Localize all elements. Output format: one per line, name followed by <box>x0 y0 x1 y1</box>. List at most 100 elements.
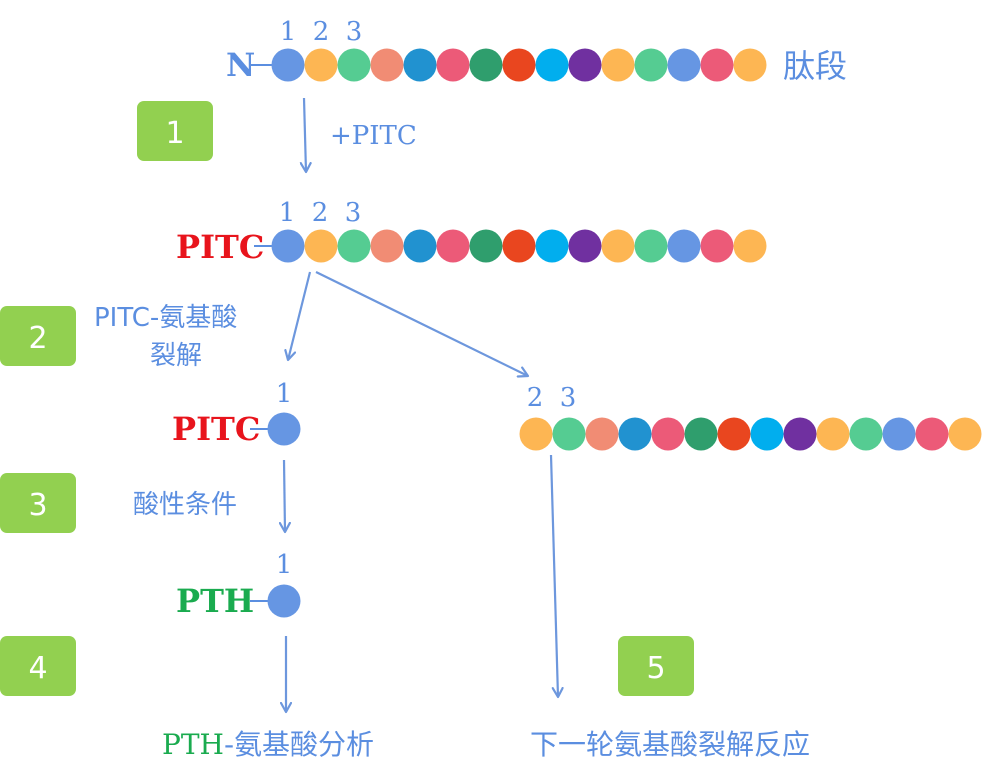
n-terminus-label: N <box>226 46 255 84</box>
position-number: 3 <box>346 17 363 47</box>
amino-acid-bead <box>733 229 767 263</box>
step-2-label-line1: PITC-氨基酸 <box>94 303 237 333</box>
pitc-peptide-chain <box>271 229 767 263</box>
amino-acid-bead <box>403 229 437 263</box>
amino-acid-bead <box>337 48 371 82</box>
pitc-terminus-label: PITC <box>176 228 264 266</box>
amino-acid-bead <box>915 417 949 451</box>
amino-acid-bead <box>469 48 503 82</box>
amino-acid-bead <box>304 48 338 82</box>
step-1-label: +PITC <box>330 121 417 151</box>
amino-acid-bead <box>816 417 850 451</box>
amino-acid-bead <box>733 48 767 82</box>
step-3-label: 酸性条件 <box>133 490 237 520</box>
amino-acid-bead <box>750 417 784 451</box>
amino-acid-bead <box>337 229 371 263</box>
peptide-row: N 1 2 3 肽段 <box>226 17 847 85</box>
pitc-peptide-row: PITC 1 2 3 <box>176 198 767 266</box>
amino-acid-bead <box>601 229 635 263</box>
amino-acid-bead <box>535 229 569 263</box>
peptide-label: 肽段 <box>783 47 847 85</box>
amino-acid-bead <box>601 48 635 82</box>
amino-acid-bead <box>304 229 338 263</box>
amino-acid-bead <box>519 417 553 451</box>
amino-acid-bead <box>568 48 602 82</box>
position-number: 1 <box>280 17 297 47</box>
amino-acid-bead <box>667 48 701 82</box>
pth-analysis-prefix: PTH <box>162 728 224 761</box>
step-3-badge <box>0 473 76 533</box>
amino-acid-bead <box>651 417 685 451</box>
amino-acid-bead <box>634 48 668 82</box>
amino-acid-bead <box>469 229 503 263</box>
amino-acid-bead <box>684 417 718 451</box>
pth-residue-label: PTH <box>176 582 254 620</box>
amino-acid-bead <box>370 229 404 263</box>
step-1-badge <box>137 101 213 161</box>
step-1-arrow <box>304 97 306 172</box>
amino-acid-bead <box>271 229 305 263</box>
step-2: 2 PITC-氨基酸 裂解 <box>0 271 528 376</box>
amino-acid-bead <box>849 417 883 451</box>
amino-acid-bead <box>271 48 305 82</box>
amino-acid-bead <box>403 48 437 82</box>
position-number: 3 <box>345 198 362 228</box>
pitc-residue-label: PITC <box>172 410 260 448</box>
pth-residue-bead <box>267 584 301 618</box>
step-5-number: 5 <box>646 651 665 686</box>
step-2-badge <box>0 306 76 366</box>
amino-acid-bead <box>700 229 734 263</box>
position-numbers: 2 3 <box>527 383 577 413</box>
position-number: 2 <box>312 198 329 228</box>
pth-analysis-label: PTH-氨基酸分析 <box>162 728 374 761</box>
amino-acid-bead <box>552 417 586 451</box>
remaining-peptide-chain <box>519 417 982 451</box>
results: PTH-氨基酸分析 下一轮氨基酸裂解反应 <box>162 728 810 761</box>
pth-residue-row: PTH 1 <box>176 550 301 620</box>
amino-acid-bead <box>436 48 470 82</box>
position-number: 2 <box>313 17 330 47</box>
step-4: 4 <box>0 636 286 712</box>
pitc-residue-row: PITC 1 <box>172 379 301 448</box>
position-number: 1 <box>279 198 296 228</box>
step-5: 5 <box>549 454 694 697</box>
step-1: 1 +PITC <box>137 97 417 172</box>
amino-acid-bead <box>667 229 701 263</box>
amino-acid-bead <box>700 48 734 82</box>
amino-acid-bead <box>717 417 751 451</box>
amino-acid-bead <box>618 417 652 451</box>
step-2-label-line2: 裂解 <box>150 341 202 371</box>
step-4-number: 4 <box>28 651 47 686</box>
amino-acid-bead <box>436 229 470 263</box>
step-1-number: 1 <box>165 116 184 151</box>
step-5-arrow <box>549 454 558 697</box>
step-3: 3 酸性条件 <box>0 459 285 533</box>
amino-acid-bead <box>267 412 301 446</box>
position-number: 3 <box>560 383 577 413</box>
step-4-badge <box>0 636 76 696</box>
amino-acid-bead <box>783 417 817 451</box>
position-number: 1 <box>276 550 293 580</box>
amino-acid-bead <box>882 417 916 451</box>
step-3-arrow <box>284 459 285 532</box>
amino-acid-bead <box>634 229 668 263</box>
step-3-number: 3 <box>28 488 47 523</box>
remaining-peptide-row: 2 3 <box>519 383 982 451</box>
amino-acid-bead <box>267 584 301 618</box>
amino-acid-bead <box>535 48 569 82</box>
amino-acid-bead <box>568 229 602 263</box>
step-5-badge <box>618 636 694 696</box>
next-cycle-label: 下一轮氨基酸裂解反应 <box>530 728 810 761</box>
step-2-arrow-right <box>315 271 528 376</box>
amino-acid-bead <box>502 229 536 263</box>
amino-acid-bead <box>502 48 536 82</box>
position-numbers: 1 2 3 <box>280 17 363 47</box>
position-number: 2 <box>527 383 544 413</box>
step-2-arrow-left <box>288 271 312 360</box>
position-numbers: 1 2 3 <box>279 198 362 228</box>
position-number: 1 <box>276 379 293 409</box>
amino-acid-bead <box>370 48 404 82</box>
peptide-chain <box>271 48 767 82</box>
step-2-number: 2 <box>28 321 47 356</box>
